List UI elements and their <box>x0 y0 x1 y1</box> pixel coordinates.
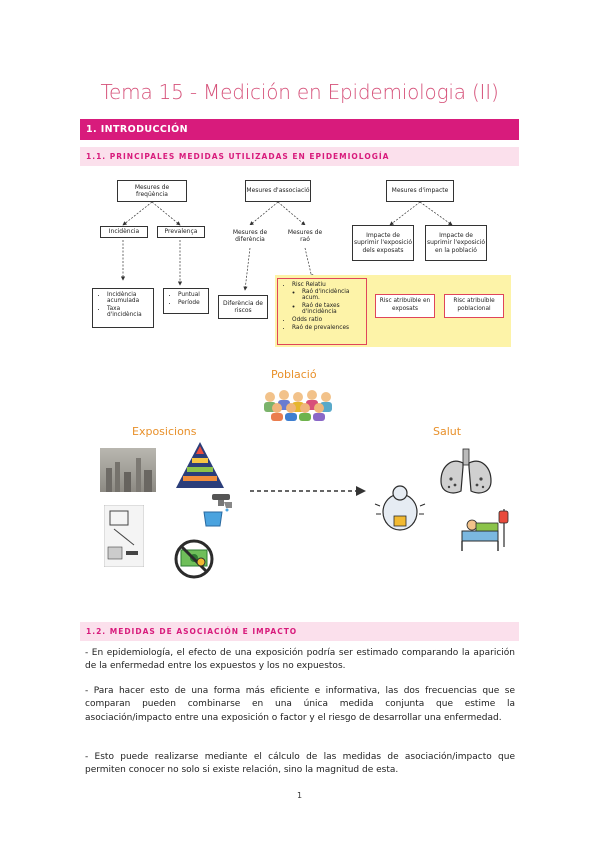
associacio-box: Mesures d'associació <box>245 180 311 202</box>
no-money-icon <box>174 539 214 579</box>
risc-poblacional-box: Risc atribuïble poblacional <box>444 294 504 318</box>
workplace-sketch-icon <box>104 505 144 567</box>
paragraph: - Esto puede realizarse mediante el cálc… <box>85 752 515 776</box>
diferencia-riscos-box: Diferència de riscos <box>218 295 268 319</box>
paragraph: - En epidemiología, el efecto de una exp… <box>85 648 515 672</box>
incidencia-box: Incidència <box>100 226 148 238</box>
exposicions-label: Exposicions <box>132 425 197 438</box>
hospital-bed-icon <box>461 509 509 551</box>
impacte-box: Mesures d'impacte <box>386 180 454 202</box>
section-heading-introduccion: 1. INTRODUCCIÓN <box>80 119 519 140</box>
page-title: Tema 15 - Medición en Epidemiologia (II) <box>100 80 499 104</box>
list-item: Raó de prevalences <box>292 325 363 331</box>
list-item: Puntual <box>178 292 205 298</box>
poblacio-label: Població <box>271 368 317 381</box>
impacte-poblacio-box: Impacte de suprimir l'exposició en la po… <box>425 225 487 261</box>
subsection-heading-medidas: 1.1. PRINCIPALES MEDIDAS UTILIZADAS EN E… <box>80 147 519 166</box>
water-tap-icon <box>203 494 232 527</box>
page-number: 1 <box>296 791 303 800</box>
pollution-city-icon <box>100 448 156 492</box>
list-item: Risc Relatiu Raó d'incidència acum. Raó … <box>292 282 363 315</box>
measures-diagram: Mesures de freqüència Incidència Prevale… <box>80 170 519 360</box>
subsection-heading-asociacion: 1.2. MEDIDAS DE ASOCIACIÓN E IMPACTO <box>80 622 519 641</box>
diferencia-label: Mesures de diferència <box>228 225 272 247</box>
prevalenca-box: Prevalença <box>157 226 205 238</box>
population-crowd-icon <box>264 390 332 421</box>
exposure-to-health-arrow <box>250 486 366 496</box>
list-item: Incidència acumulada <box>107 292 150 304</box>
food-pyramid-icon <box>176 442 224 488</box>
list-item: Període <box>178 300 205 306</box>
list-item: Taxa d'incidència <box>107 306 150 318</box>
paragraph: - Para hacer esto de una forma más efici… <box>85 686 515 723</box>
frecuencia-box: Mesures de freqüència <box>117 180 187 202</box>
diagram-connectors <box>120 201 453 291</box>
prevalenca-list: Puntual Període <box>163 288 209 314</box>
lungs-icon <box>440 448 492 494</box>
impacte-exposats-box: Impacte de suprimir l'exposició dels exp… <box>352 225 414 261</box>
list-item: Raó d'incidència acum. <box>302 289 363 301</box>
rao-label: Mesures de raó <box>285 225 325 247</box>
incidencia-list: Incidència acumulada Taxa d'incidència <box>92 288 154 328</box>
sick-person-icon <box>374 485 426 531</box>
risc-exposats-box: Risc atribuïble en exposats <box>375 294 435 318</box>
rao-list: Risc Relatiu Raó d'incidència acum. Raó … <box>277 278 367 345</box>
salut-label: Salut <box>433 425 462 438</box>
list-item: Odds ratio <box>292 317 363 323</box>
list-item: Raó de taxes d'incidència <box>302 303 363 315</box>
